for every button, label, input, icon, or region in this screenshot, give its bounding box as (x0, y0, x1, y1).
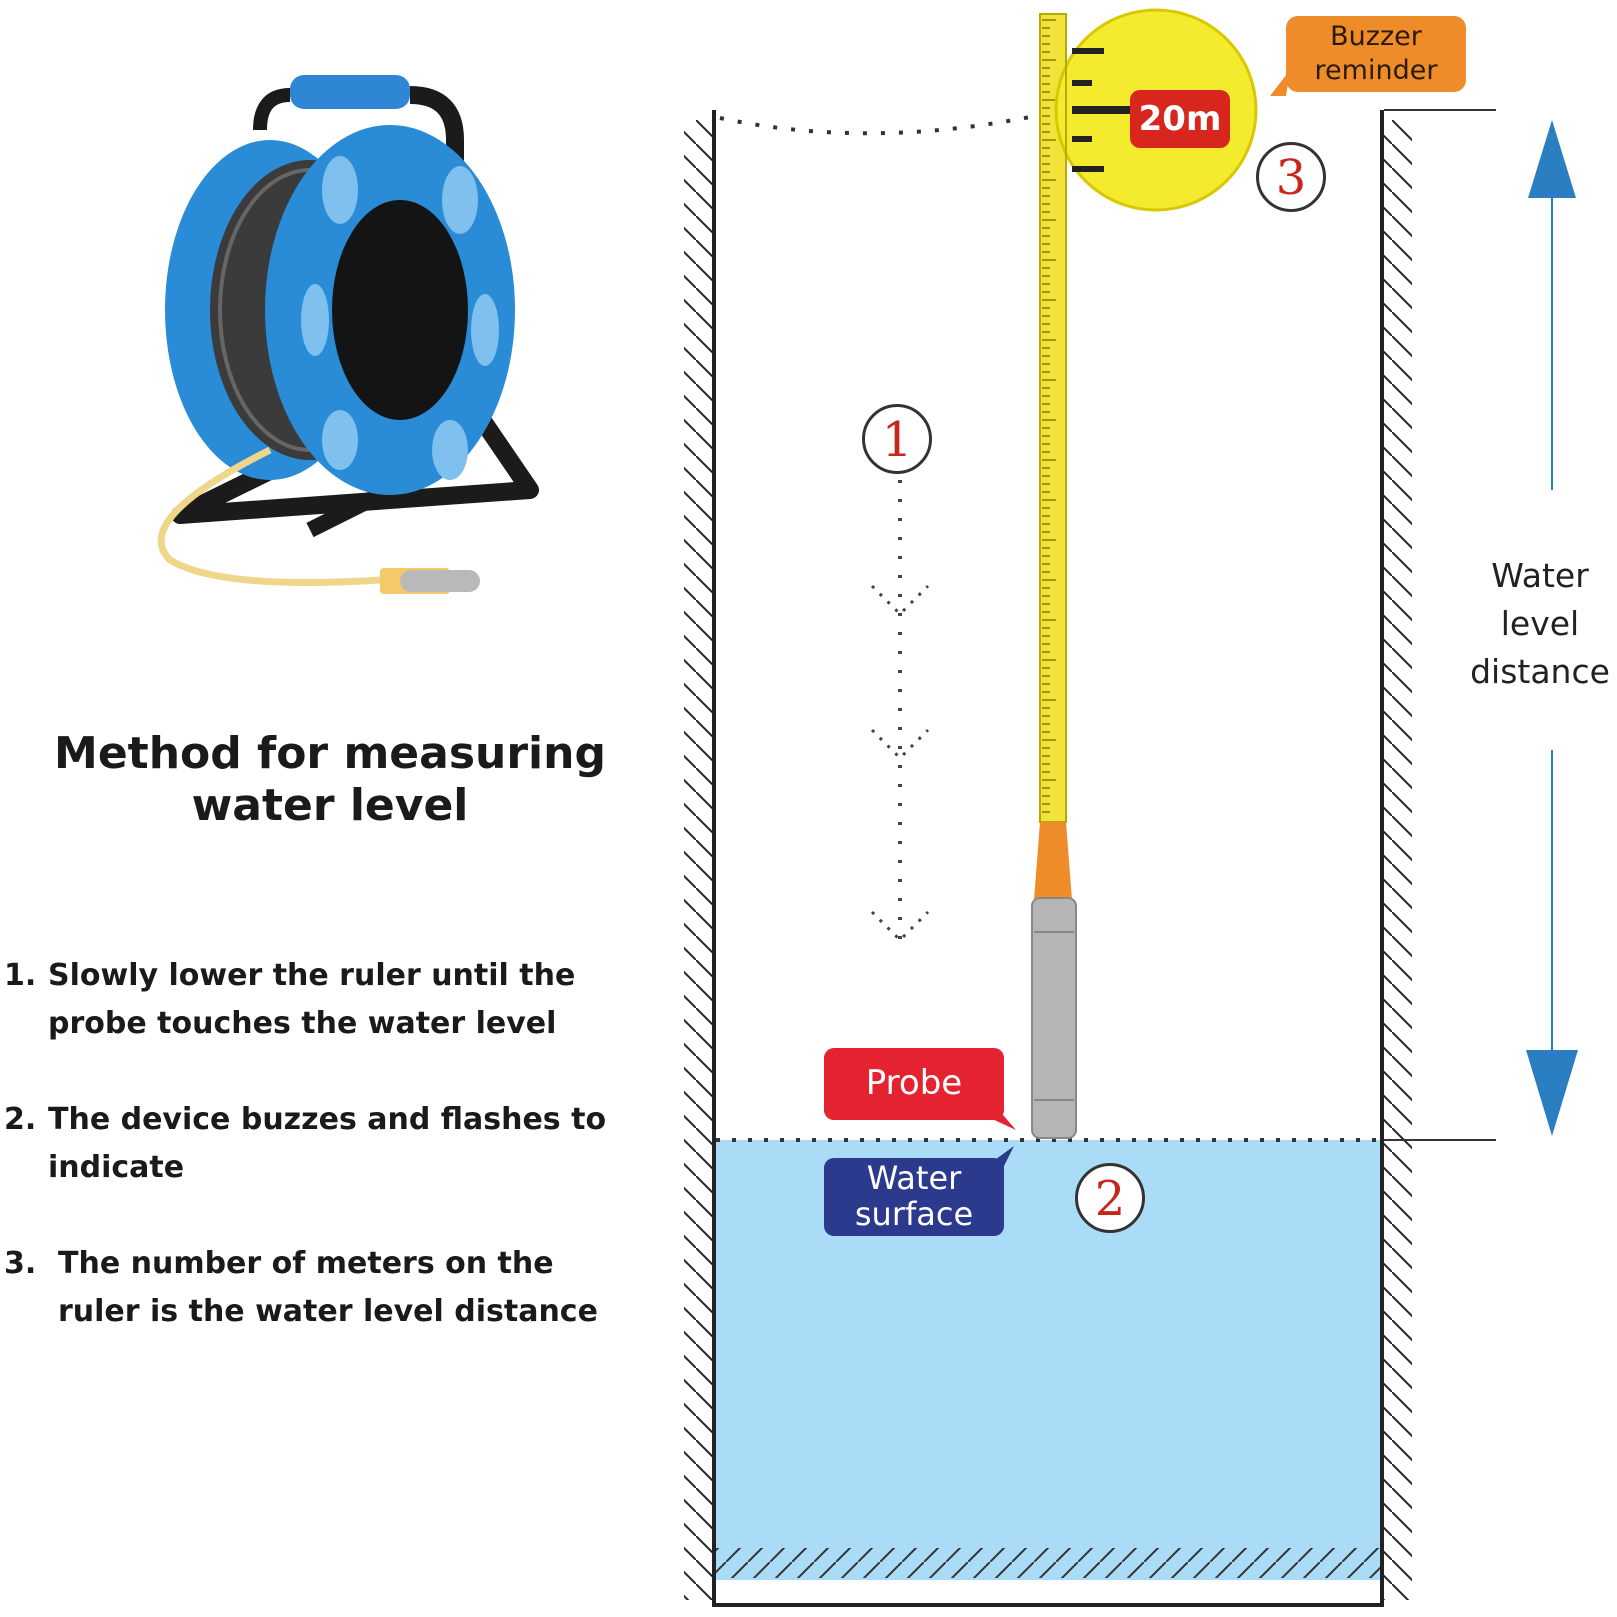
step-number: 3. (4, 1246, 37, 1281)
water-body (714, 1140, 1382, 1580)
chevron-down-icon (870, 584, 930, 617)
instruction-step-2: 2. The device buzzes and flashes to indi… (4, 1096, 644, 1192)
chevron-down-icon (870, 728, 930, 761)
well-bottom-hatching (714, 1548, 1382, 1578)
step-text: Slowly lower the ruler until the probe t… (48, 958, 576, 1041)
ruler-ticks (1042, 19, 1056, 813)
step-text: The number of meters on the ruler is the… (58, 1246, 598, 1329)
arrow-up-icon (1528, 120, 1576, 198)
chevron-down-icon (870, 910, 930, 943)
step-marker-3: 3 (1256, 142, 1326, 212)
cable-reel-image (157, 75, 539, 594)
instruction-step-3: 3. The number of meters on the ruler is … (4, 1240, 644, 1336)
step-marker-1: 1 (862, 404, 932, 474)
probe-callout: Probe (824, 1048, 1004, 1120)
probe-tip (400, 570, 480, 592)
instruction-step-1: 1. Slowly lower the ruler until the prob… (4, 952, 644, 1048)
reel-handle (290, 75, 410, 109)
probe-body (1031, 897, 1077, 1139)
ruler-mark-label: 20m (1130, 90, 1230, 148)
water-surface-callout: Water surface (824, 1158, 1004, 1236)
step-number: 2. (4, 1102, 37, 1137)
reel-hub (332, 200, 468, 420)
probe-connector (1034, 822, 1072, 900)
page-title: Method for measuring water level (54, 728, 606, 831)
water-level-distance-label: Water level distance (1470, 556, 1610, 691)
instruction-list: 1. Slowly lower the ruler until the prob… (4, 952, 644, 1384)
ground-level-line (719, 113, 1041, 136)
step-number: 1. (4, 958, 37, 993)
step-text: The device buzzes and flashes to indicat… (48, 1102, 607, 1185)
step-marker-2: 2 (1075, 1163, 1145, 1233)
buzzer-reminder-callout: Buzzer reminder (1286, 16, 1466, 92)
arrow-down-icon (1526, 1050, 1578, 1136)
